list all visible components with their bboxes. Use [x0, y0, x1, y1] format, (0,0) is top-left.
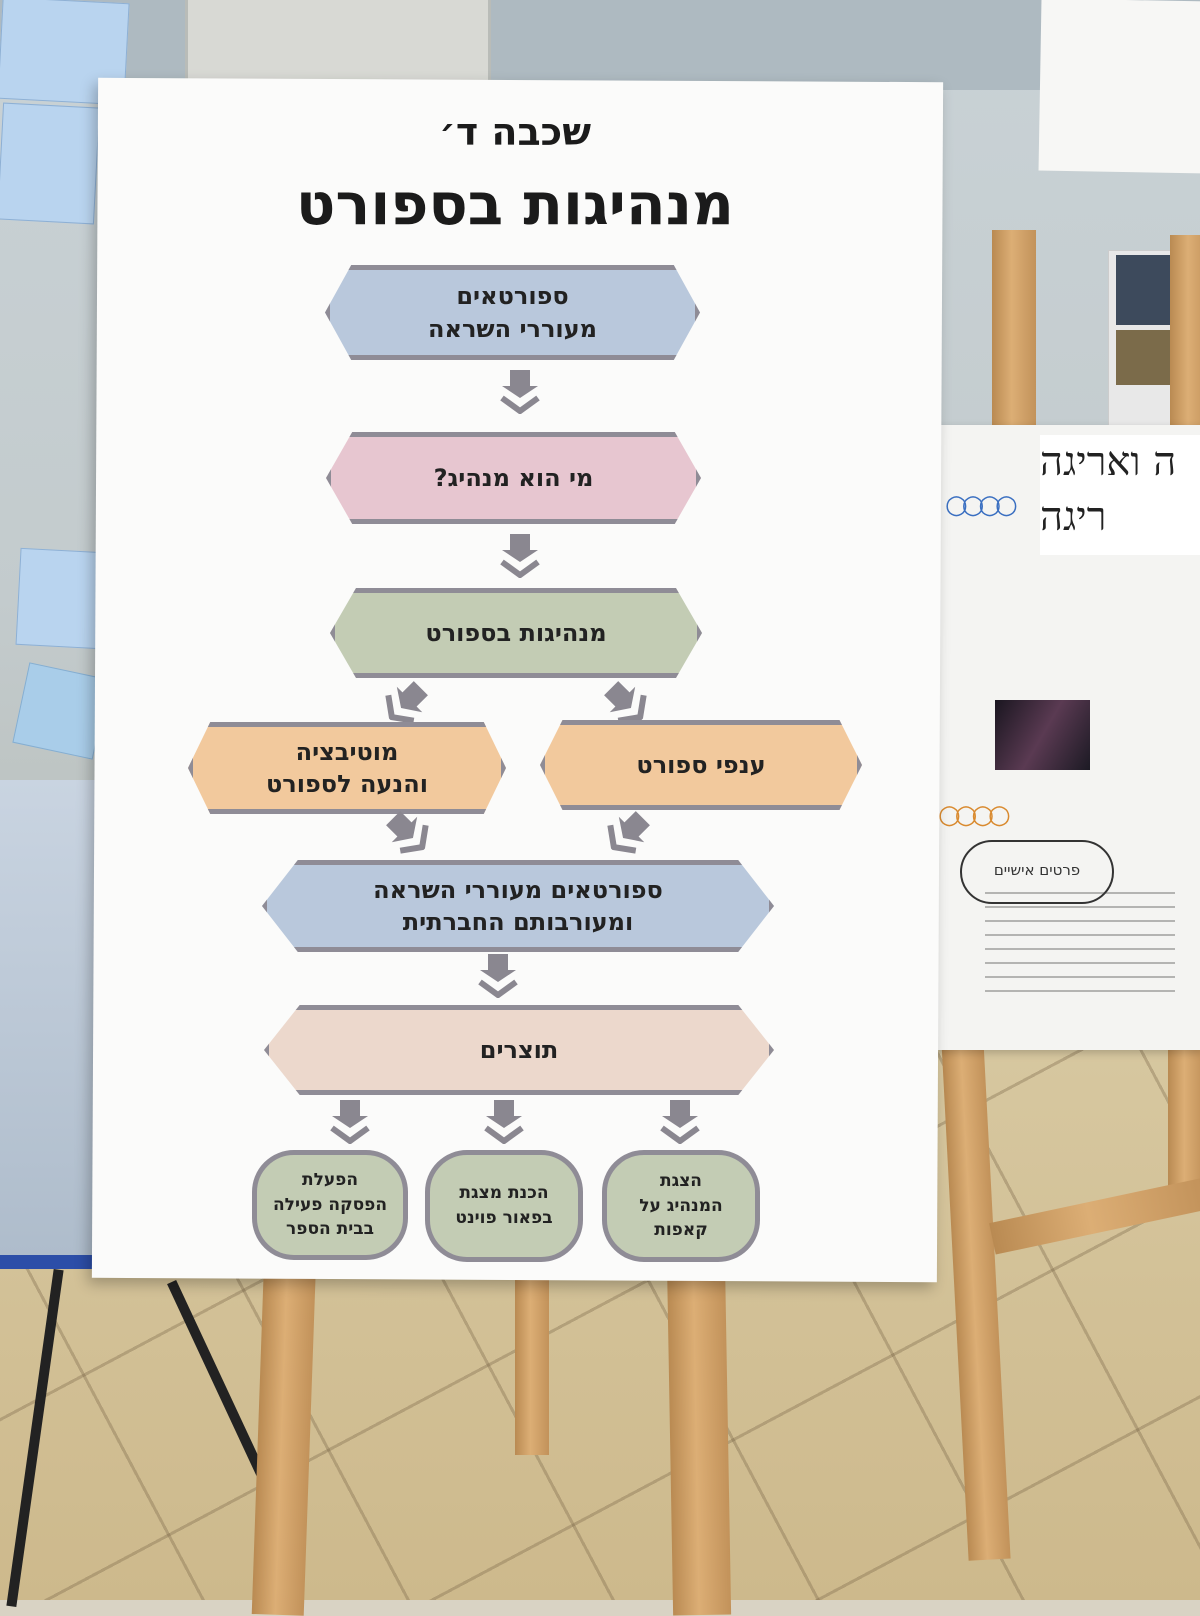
grade-label: שכבה ד׳: [438, 110, 592, 154]
arrow-down-icon: [500, 368, 540, 414]
arrow-down-icon: [330, 1098, 370, 1144]
easel-leg-center: [515, 1255, 549, 1455]
arrow-down-icon: [500, 532, 540, 578]
olympic-rings-icon: ○○○○: [938, 800, 1011, 830]
product-powerpoint: הכנת מצגת בפאור פוינט: [425, 1150, 583, 1262]
arrow-down-icon: [484, 1098, 524, 1144]
arrow-down-icon: [660, 1098, 700, 1144]
arrow-diagonal-icon: [376, 673, 437, 734]
photo: [1116, 255, 1171, 325]
product-text: קאפות: [654, 1220, 708, 1241]
product-text: בפאור פוינט: [455, 1208, 553, 1228]
product-text: הצגת: [660, 1171, 702, 1192]
product-leader-display: הצגת המנהיג על קאפות: [602, 1150, 760, 1262]
poster-title: מנהיגות בספורט: [296, 170, 734, 238]
box-text: מי הוא מנהיג?: [433, 463, 594, 492]
box-text: והנעה לספורט: [265, 770, 429, 798]
product-active-break: הפעלת הפסקה פעילה בבית הספר: [252, 1150, 408, 1260]
arrow-diagonal-icon: [378, 803, 439, 864]
wall-poster: [0, 102, 100, 225]
easel-leg: [992, 230, 1036, 430]
gymnastics-photo: [995, 700, 1090, 770]
handwritten-notes: [985, 880, 1175, 1000]
arrow-down-icon: [478, 952, 518, 998]
box-who-is-leader: מי הוא מנהיג?: [326, 432, 701, 524]
product-text: הכנת מצגת: [459, 1183, 549, 1204]
hanging-paper: [1038, 0, 1200, 174]
box-text: תוצרים: [479, 1035, 559, 1064]
box-products: תוצרים: [264, 1005, 774, 1095]
box-athletes-social: ספורטאים מעוררי השראה ומעורבותם החברתית: [262, 860, 774, 952]
box-text: ספורטאים: [456, 282, 569, 311]
box-inspiring-athletes: ספורטאים מעוררי השראה: [325, 265, 700, 360]
box-text: ענפי ספורט: [636, 750, 766, 779]
product-text: בבית הספר: [286, 1219, 374, 1240]
box-text: מנהיגות בספורט: [425, 618, 607, 647]
easel-leg: [1170, 235, 1200, 435]
arrow-diagonal-icon: [598, 803, 659, 864]
easel-leg-right: [666, 1254, 732, 1616]
box-motivation: מוטיבציה והנעה לספורט: [188, 722, 506, 814]
photo: [1116, 330, 1171, 385]
box-text: מוטיבציה: [295, 737, 399, 766]
box-text: ספורטאים מעוררי השראה: [373, 875, 663, 904]
product-text: המנהיג על: [639, 1195, 723, 1216]
cloud-note: פרטים אישיים: [960, 840, 1114, 904]
box-text: ומעורבותם החברתית: [402, 908, 634, 936]
product-text: הפעלת: [301, 1170, 359, 1191]
product-text: הפסקה פעילה: [273, 1194, 388, 1215]
box-sports-branches: ענפי ספורט: [540, 720, 862, 810]
olympic-rings-icon: ○○○○: [945, 490, 1018, 520]
box-leadership: מנהיגות בספורט: [330, 588, 702, 678]
wall-band: [0, 0, 1200, 90]
wall-poster: [15, 547, 105, 650]
box-text: מעוררי השראה: [428, 314, 598, 343]
arrow-diagonal-icon: [596, 673, 657, 734]
